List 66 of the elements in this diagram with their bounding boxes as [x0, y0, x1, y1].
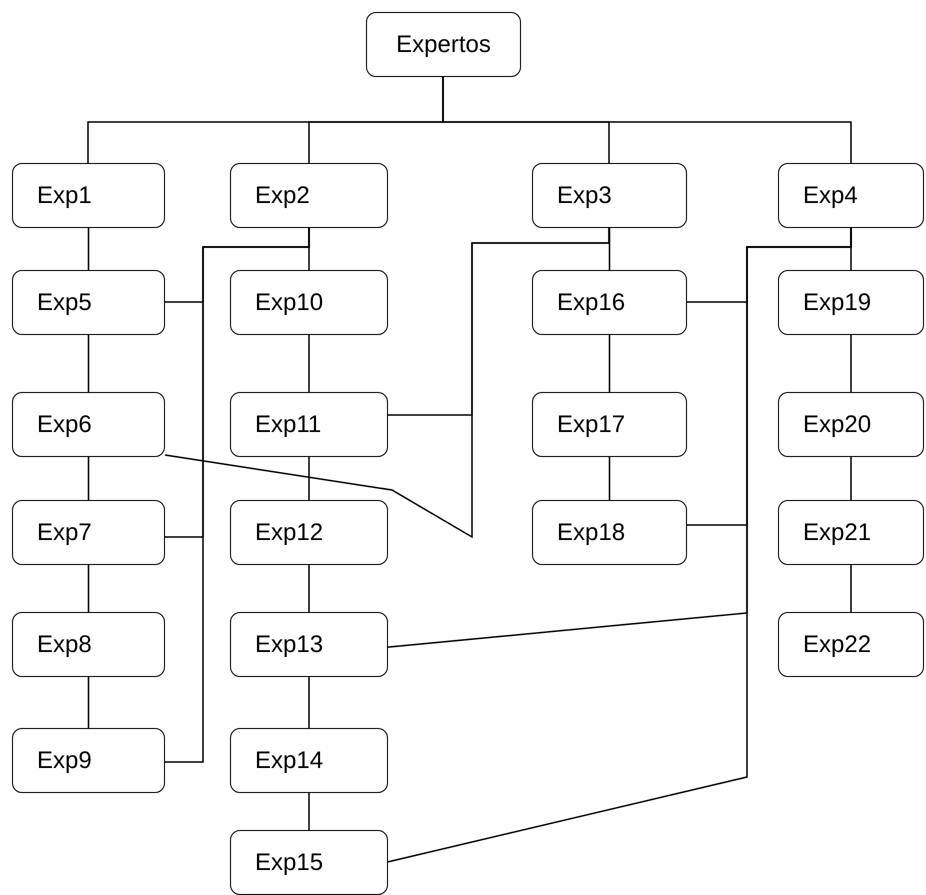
- connector-line: [308, 793, 310, 830]
- expert-box: [230, 612, 388, 677]
- connector-line: [608, 228, 610, 270]
- expert-box: [12, 612, 165, 677]
- expert-box: [230, 830, 388, 895]
- expert-box: [366, 12, 521, 77]
- connector-line: [308, 565, 310, 612]
- expert-box: [532, 163, 687, 228]
- expert-box: [12, 270, 165, 335]
- box-label: Exp20: [803, 410, 872, 438]
- expert-box: [778, 392, 924, 457]
- box-label: Exp2: [255, 182, 310, 210]
- connector-line: [165, 228, 310, 763]
- connector-line: [850, 335, 852, 392]
- box-label: Exp8: [37, 630, 92, 658]
- expert-box: [12, 728, 165, 793]
- box-label: Expertos: [396, 30, 491, 58]
- box-label: Exp14: [255, 746, 324, 774]
- box-label: Exp5: [37, 288, 92, 316]
- expert-box: [778, 270, 924, 335]
- expert-box: [230, 500, 388, 565]
- box-label: Exp12: [255, 518, 324, 546]
- box-label: Exp19: [803, 288, 872, 316]
- box-label: Exp16: [557, 288, 626, 316]
- expert-box: [230, 392, 388, 457]
- expert-box: [532, 392, 687, 457]
- box-label: Exp18: [557, 518, 626, 546]
- expert-box: [12, 163, 165, 228]
- expert-box: [778, 163, 924, 228]
- connector-line: [850, 457, 852, 500]
- expert-box: [12, 392, 165, 457]
- box-label: Exp1: [37, 182, 92, 210]
- connector-line: [608, 335, 610, 392]
- box-label: Exp17: [557, 410, 626, 438]
- box-label: Exp3: [557, 182, 612, 210]
- connector-line: [88, 457, 90, 500]
- box-label: Exp6: [37, 410, 92, 438]
- expert-box: [12, 500, 165, 565]
- connector-line: [308, 457, 310, 500]
- expert-box: [532, 500, 687, 565]
- connector-line: [308, 677, 310, 728]
- box-label: Exp15: [255, 848, 324, 876]
- connector-line: [442, 77, 852, 163]
- box-label: Exp13: [255, 630, 324, 658]
- box-label: Exp7: [37, 518, 92, 546]
- expert-box: [230, 728, 388, 793]
- connector-line: [88, 677, 90, 728]
- connector-line: [608, 457, 610, 500]
- connector-line: [88, 335, 90, 392]
- box-label: Exp22: [803, 630, 872, 658]
- connector-line: [164, 228, 610, 538]
- connector-line: [308, 335, 310, 392]
- connector-line: [388, 228, 852, 863]
- box-label: Exp21: [803, 518, 872, 546]
- connector-line: [88, 565, 90, 612]
- box-label: Exp11: [255, 410, 322, 438]
- expert-box: [778, 612, 924, 677]
- box-label: Exp9: [37, 746, 92, 774]
- box-label: Exp4: [803, 182, 858, 210]
- expert-box: [778, 500, 924, 565]
- connector-line: [850, 565, 852, 612]
- expert-box: [230, 163, 388, 228]
- expert-box: [532, 270, 687, 335]
- expert-box: [230, 270, 388, 335]
- box-label: Exp10: [255, 288, 324, 316]
- connector-line: [88, 228, 90, 270]
